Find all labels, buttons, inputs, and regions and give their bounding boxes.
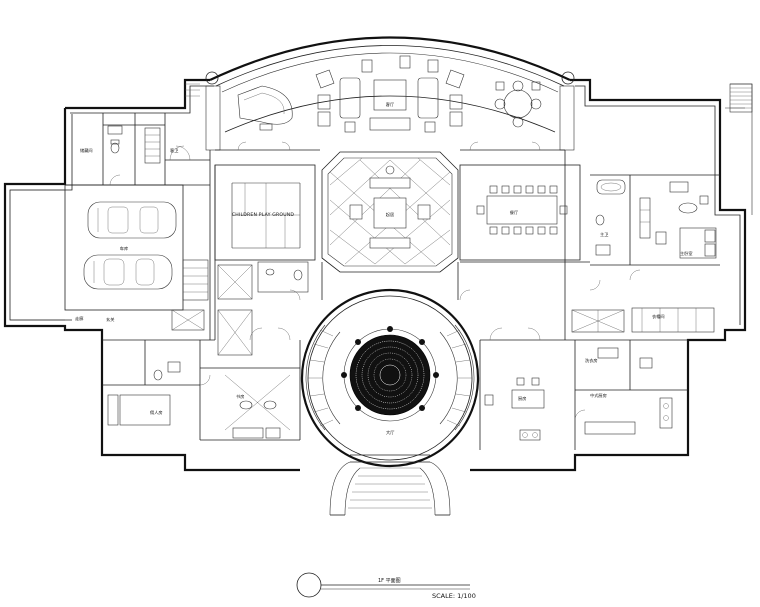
living-room: 客厅: [215, 55, 565, 151]
label-kitchen: 厨房: [518, 395, 526, 402]
label-master-bath: 主卫: [600, 231, 608, 237]
stair-top-left: [185, 83, 200, 97]
rooms-lower-right: 厨房 中式厨房 洗衣房: [479, 339, 688, 450]
stair-top-right: [729, 83, 753, 113]
label-garage: 车库: [120, 245, 128, 252]
title-block: 1F 平面图 SCALE: 1/100: [296, 572, 476, 600]
label-laundry: 洗衣房: [585, 357, 598, 364]
entry-steps: [329, 454, 451, 516]
label-foyer: 大厅: [386, 429, 394, 436]
label-master-bedroom: 主卧室: [680, 250, 693, 257]
label-study: 书房: [236, 393, 244, 400]
rooms-lower-left: 佣人房 书房: [102, 339, 301, 441]
drawing-scale: SCALE: 1/100: [432, 592, 476, 600]
label-staff-room: 佣人房: [150, 409, 163, 416]
label-dining: 餐厅: [510, 209, 518, 216]
label-children-play: CHILDREN PLAY GROUND: [232, 212, 295, 218]
lounge-octagon: 起居: [321, 151, 459, 273]
rooms-top-left: 储藏间 客卫: [65, 113, 210, 186]
garage-room: 车库: [10, 184, 184, 321]
exterior-walls: [3, 36, 753, 472]
master-suite: 主卫 主卧室: [590, 174, 720, 266]
dining-room: 餐厅: [459, 164, 581, 261]
label-living-room: 客厅: [386, 101, 394, 108]
label-guest-bath: 客卫: [170, 147, 178, 154]
drawing-title: 1F 平面图: [378, 578, 401, 584]
label-pantry: 中式厨房: [590, 392, 607, 399]
label-walk-in-closet: 衣帽间: [652, 313, 665, 320]
foyer-rotunda: 大厅: [300, 288, 480, 468]
label-storage: 储藏间: [80, 147, 93, 154]
door-swings: [199, 269, 641, 421]
label-corridor: 走廊: [75, 315, 83, 322]
label-lounge: 起居: [386, 212, 394, 218]
curved-stair-left: [305, 324, 341, 431]
curved-stair-right: [439, 324, 475, 431]
corridors: 衣帽间 走廊 玄关: [75, 150, 715, 356]
children-play-room: CHILDREN PLAY GROUND: [214, 164, 316, 261]
label-entry: 玄关: [106, 316, 114, 323]
